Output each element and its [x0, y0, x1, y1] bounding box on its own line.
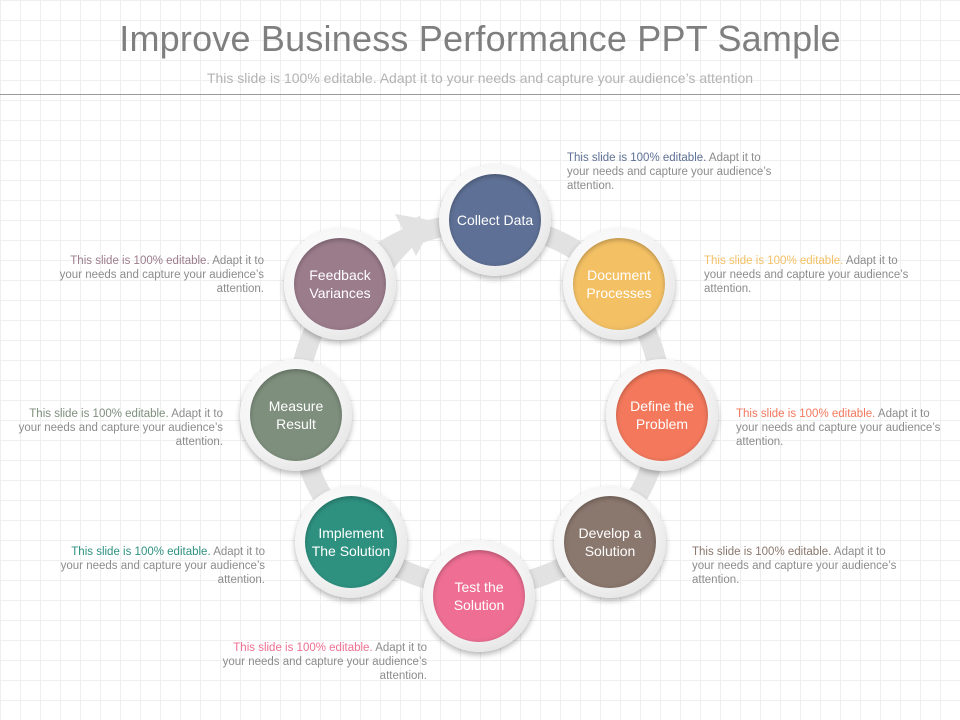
- step-node-fill: Collect Data: [449, 174, 541, 266]
- step-description-feedback-variances: This slide is 100% editable. Adapt it to…: [49, 254, 264, 296]
- step-node-fill: Measure Result: [250, 369, 342, 461]
- description-highlight: This slide is 100% editable.: [736, 408, 876, 420]
- step-node-define-the-problem: Define the Problem: [606, 359, 718, 471]
- description-highlight: This slide is 100% editable.: [704, 255, 844, 267]
- step-description-develop-a-solution: This slide is 100% editable. Adapt it to…: [692, 545, 907, 587]
- step-node-fill: Document Processes: [573, 238, 665, 330]
- page-title: Improve Business Performance PPT Sample: [119, 18, 841, 59]
- step-node-fill: Develop a Solution: [564, 496, 656, 588]
- description-text: Adapt it to your needs and capture your …: [18, 408, 223, 448]
- description-text: Adapt it to your needs and capture your …: [59, 255, 264, 295]
- step-description-document-processes: This slide is 100% editable. Adapt it to…: [704, 254, 919, 296]
- description-text: Adapt it to your needs and capture your …: [692, 546, 897, 586]
- description-highlight: This slide is 100% editable.: [29, 408, 169, 420]
- step-node-fill: Feedback Variances: [294, 238, 386, 330]
- step-node-develop-a-solution: Develop a Solution: [554, 486, 666, 598]
- description-text: Adapt it to your needs and capture your …: [222, 642, 427, 682]
- description-highlight: This slide is 100% editable.: [70, 255, 210, 267]
- step-node-implement-the-solution: Implement The Solution: [295, 486, 407, 598]
- step-node-collect-data: Collect Data: [439, 164, 551, 276]
- step-node-measure-result: Measure Result: [240, 359, 352, 471]
- description-highlight: This slide is 100% editable.: [692, 546, 832, 558]
- description-highlight: This slide is 100% editable.: [71, 546, 211, 558]
- step-description-define-the-problem: This slide is 100% editable. Adapt it to…: [736, 407, 951, 449]
- step-description-collect-data: This slide is 100% editable. Adapt it to…: [567, 151, 782, 193]
- description-text: Adapt it to your needs and capture your …: [60, 546, 265, 586]
- step-node-feedback-variances: Feedback Variances: [284, 228, 396, 340]
- description-highlight: This slide is 100% editable.: [567, 152, 707, 164]
- description-text: Adapt it to your needs and capture your …: [567, 152, 772, 192]
- step-description-implement-the-solution: This slide is 100% editable. Adapt it to…: [50, 545, 265, 587]
- step-label: Document Processes: [586, 267, 652, 301]
- step-node-document-processes: Document Processes: [563, 228, 675, 340]
- description-text: Adapt it to your needs and capture your …: [704, 255, 909, 295]
- step-node-test-the-solution: Test the Solution: [423, 540, 535, 652]
- step-label: Implement The Solution: [311, 525, 391, 559]
- step-label: Develop a Solution: [578, 525, 642, 559]
- page-subtitle: This slide is 100% editable. Adapt it to…: [206, 70, 754, 86]
- step-label: Test the Solution: [453, 579, 505, 613]
- description-highlight: This slide is 100% editable.: [233, 642, 373, 654]
- step-node-fill: Implement The Solution: [305, 496, 397, 588]
- description-text: Adapt it to your needs and capture your …: [736, 408, 941, 448]
- step-description-measure-result: This slide is 100% editable. Adapt it to…: [8, 407, 223, 449]
- step-label: Collect Data: [456, 212, 534, 228]
- step-node-fill: Test the Solution: [433, 550, 525, 642]
- title-divider: [0, 94, 960, 95]
- step-label: Define the Problem: [630, 398, 694, 432]
- step-label: Measure Result: [268, 398, 324, 432]
- step-description-test-the-solution: This slide is 100% editable. Adapt it to…: [212, 641, 427, 683]
- step-label: Feedback Variances: [309, 267, 371, 301]
- cycle-arrow-head: [395, 214, 435, 256]
- step-node-fill: Define the Problem: [616, 369, 708, 461]
